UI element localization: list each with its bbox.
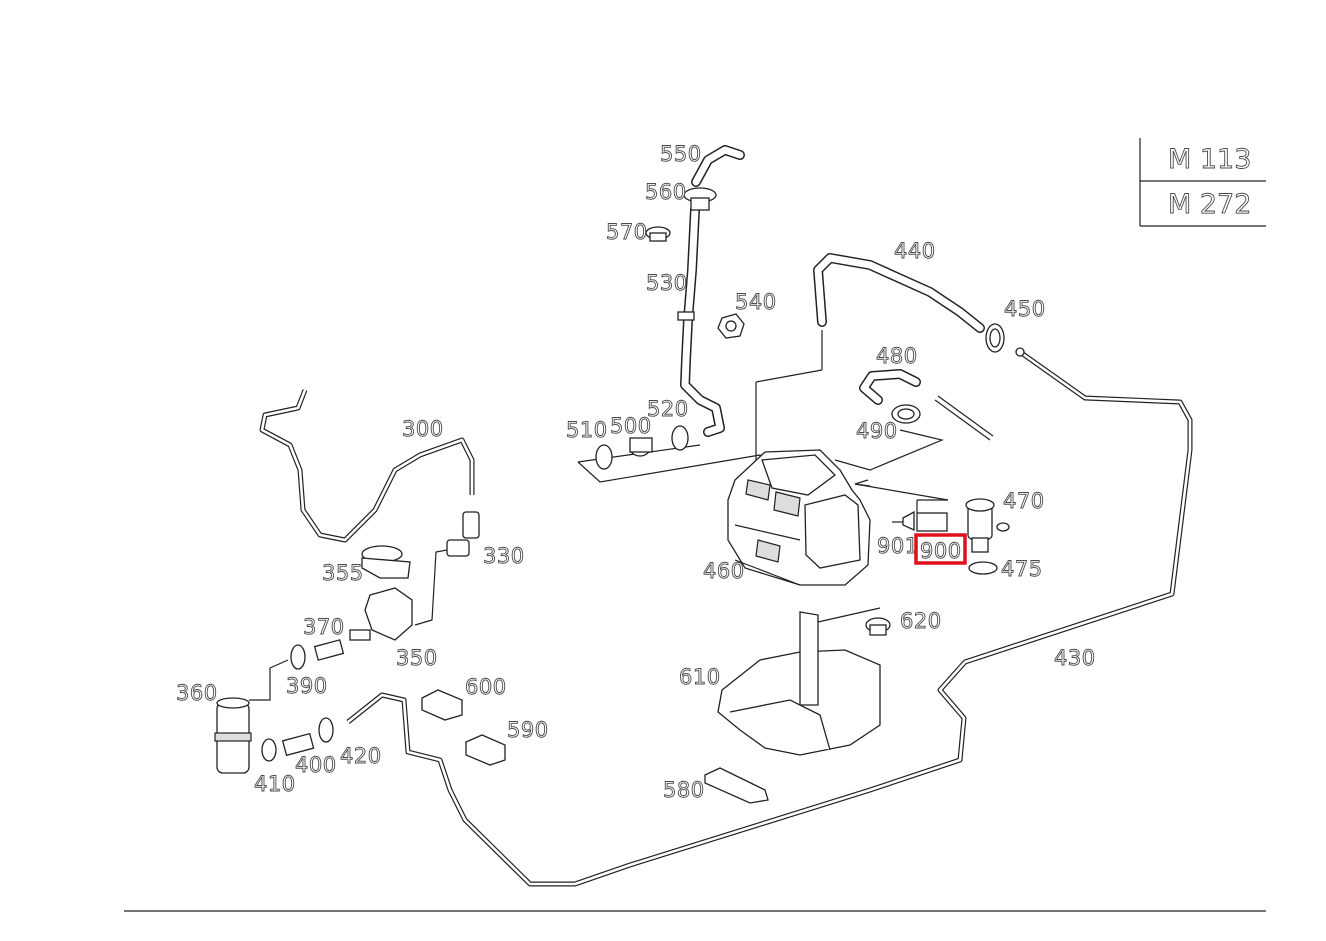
bracket-plate	[577, 425, 761, 483]
shield-610	[717, 607, 881, 756]
pipe-300	[259, 389, 475, 543]
bracket-590	[465, 734, 506, 766]
label-350[interactable]: 350	[396, 646, 438, 671]
label-360[interactable]: 360	[176, 681, 218, 706]
label-440[interactable]: 440	[894, 239, 936, 264]
bracket-600	[421, 689, 463, 721]
label-470[interactable]: 470	[1003, 489, 1045, 514]
plug-620	[865, 617, 891, 636]
canister-360	[214, 659, 289, 774]
label-900[interactable]: 900	[920, 539, 962, 564]
label-510[interactable]: 510	[566, 418, 608, 443]
engine-code-m272: M 272	[1168, 189, 1251, 220]
label-620[interactable]: 620	[900, 609, 942, 634]
label-330[interactable]: 330	[483, 544, 525, 569]
engine-code-table: M 113 M 272	[1139, 138, 1266, 227]
label-530[interactable]: 530	[646, 271, 688, 296]
hose-440	[755, 253, 985, 460]
label-550[interactable]: 550	[660, 142, 702, 167]
hose-550-530	[677, 145, 745, 437]
label-600[interactable]: 600	[465, 675, 507, 700]
label-500[interactable]: 500	[610, 414, 652, 439]
pump-470	[965, 498, 1010, 575]
part-labels: 300 330 350 355 360 370 390 400 410 420 …	[176, 142, 1096, 803]
valve-group-350	[349, 511, 480, 641]
label-475[interactable]: 475	[1001, 557, 1043, 582]
label-355[interactable]: 355	[322, 561, 364, 586]
label-300[interactable]: 300	[402, 417, 444, 442]
clip-580	[704, 767, 769, 804]
nut-540	[717, 313, 745, 339]
label-370[interactable]: 370	[303, 615, 345, 640]
label-540[interactable]: 540	[735, 290, 777, 315]
label-590[interactable]: 590	[507, 718, 549, 743]
label-610[interactable]: 610	[679, 665, 721, 690]
label-490[interactable]: 490	[856, 419, 898, 444]
label-420[interactable]: 420	[340, 744, 382, 769]
grommet-570	[645, 226, 671, 242]
label-430[interactable]: 430	[1054, 646, 1096, 671]
label-460[interactable]: 460	[703, 559, 745, 584]
label-580[interactable]: 580	[663, 778, 705, 803]
clamp-560	[683, 187, 717, 211]
pipe-430	[346, 347, 1193, 887]
label-480[interactable]: 480	[876, 344, 918, 369]
hose-480	[834, 369, 994, 471]
label-450[interactable]: 450	[1004, 297, 1046, 322]
label-520[interactable]: 520	[647, 397, 689, 422]
part-900-901	[892, 499, 948, 532]
label-570[interactable]: 570	[606, 220, 648, 245]
label-901[interactable]: 901	[877, 534, 919, 559]
label-400[interactable]: 400	[295, 753, 337, 778]
clamp-450	[985, 323, 1005, 353]
small-hoses	[261, 639, 345, 762]
engine-code-m113: M 113	[1168, 144, 1251, 175]
highlight-box-900	[914, 533, 967, 565]
label-560[interactable]: 560	[645, 180, 687, 205]
reservoir-460	[727, 449, 949, 586]
label-390[interactable]: 390	[286, 674, 328, 699]
label-410[interactable]: 410	[254, 772, 296, 797]
